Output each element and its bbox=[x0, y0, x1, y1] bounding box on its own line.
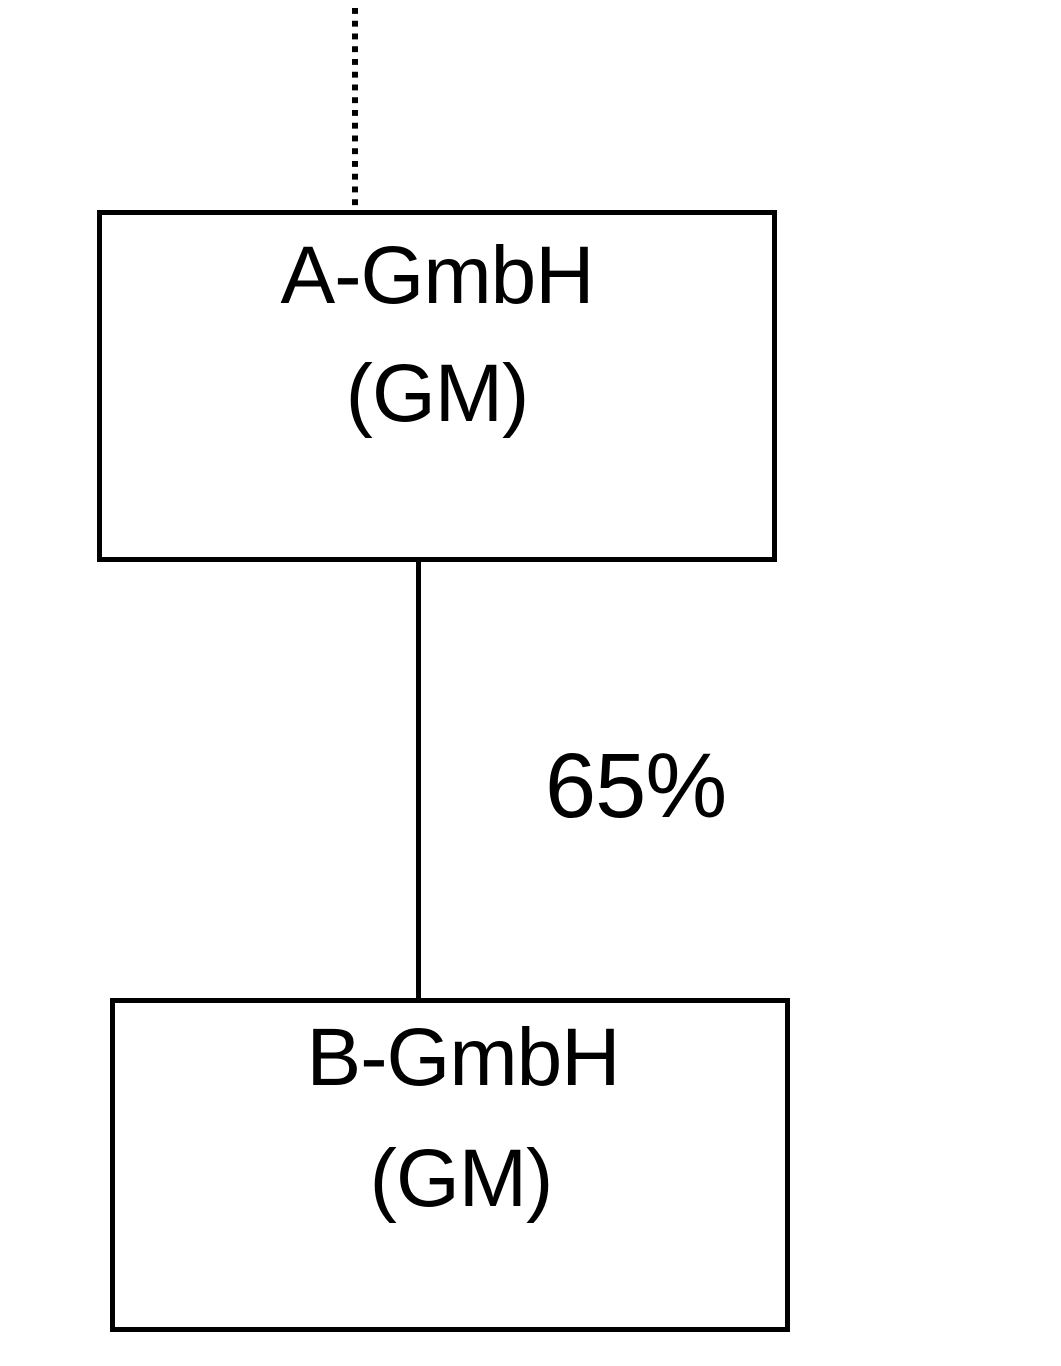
entity-legal-form-a-gmbh: (GM) bbox=[345, 348, 530, 439]
entity-legal-form-b-gmbh: (GM) bbox=[369, 1133, 554, 1224]
entity-name-a-gmbh: A-GmbH bbox=[280, 230, 595, 321]
ownership-connector-line bbox=[416, 560, 421, 1000]
ownership-percentage-label: 65% bbox=[545, 735, 727, 837]
dotted-parent-connector-line bbox=[352, 8, 358, 212]
entity-node-a-gmbh[interactable]: A-GmbH (GM) bbox=[97, 210, 777, 562]
entity-node-b-gmbh[interactable]: B-GmbH (GM) bbox=[110, 998, 790, 1332]
entity-name-b-gmbh: B-GmbH bbox=[306, 1012, 621, 1103]
